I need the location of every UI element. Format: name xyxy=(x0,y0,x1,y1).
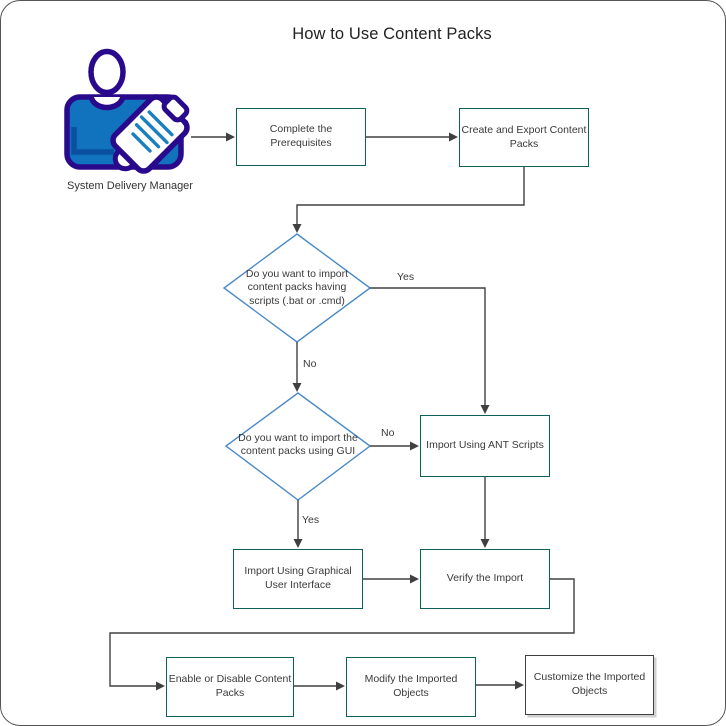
node-modify-imported-objects: Modify the Imported Objects xyxy=(346,657,476,717)
connector-decision-scripts-yes-to-ant xyxy=(370,287,490,414)
edge-label-scripts-no: No xyxy=(303,358,317,370)
node-verify-import: Verify the Import xyxy=(420,549,550,609)
actor-label: System Delivery Manager xyxy=(67,180,193,192)
decision-gui-label: Do you want to import the content packs … xyxy=(238,432,358,458)
clipboard-icon xyxy=(110,94,190,174)
node-create-export-content-packs: Create and Export Content Packs xyxy=(459,108,589,167)
node-import-gui: Import Using Graphical User Interface xyxy=(233,549,363,609)
edge-label-gui-no: No xyxy=(381,427,395,439)
node-customize-imported-objects: Customize the Imported Objects xyxy=(525,655,654,715)
diagram-title: How to Use Content Packs xyxy=(292,25,492,43)
decision-scripts-label: Do you want to import content packs havi… xyxy=(245,268,349,307)
node-verify-import-label: Verify the Import xyxy=(446,572,524,585)
node-enable-disable-content-packs-label: Enable or Disable Content Packs xyxy=(168,673,292,699)
node-modify-imported-objects-label: Modify the Imported Objects xyxy=(364,673,458,699)
connector-verify-to-enable xyxy=(109,578,575,691)
node-complete-prerequisites: Complete the Prerequisites xyxy=(236,108,366,166)
node-complete-prerequisites-label: Complete the Prerequisites xyxy=(269,123,333,149)
edge-label-gui-yes: Yes xyxy=(302,514,320,526)
node-import-ant-scripts-label: Import Using ANT Scripts xyxy=(426,439,544,452)
node-enable-disable-content-packs: Enable or Disable Content Packs xyxy=(166,657,294,717)
node-import-ant-scripts: Import Using ANT Scripts xyxy=(420,415,550,477)
person-with-clipboard-icon xyxy=(64,48,190,174)
connector-create-export-to-decision-scripts xyxy=(292,167,525,233)
node-import-gui-label: Import Using Graphical User Interface xyxy=(244,565,352,591)
edge-label-scripts-yes: Yes xyxy=(397,271,415,283)
node-customize-imported-objects-label: Customize the Imported Objects xyxy=(533,671,646,697)
node-create-export-content-packs-label: Create and Export Content Packs xyxy=(461,123,587,150)
